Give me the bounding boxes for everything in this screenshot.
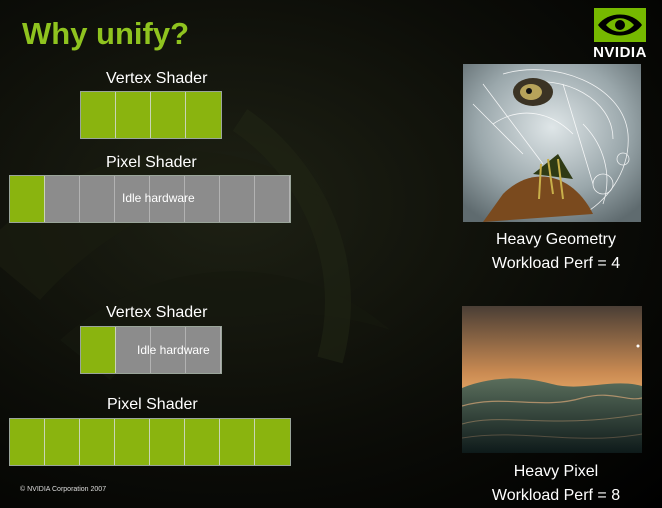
- idle-shader-unit: [80, 176, 115, 222]
- heavy-geometry-image: [463, 64, 641, 222]
- bottom-idle-hardware-label: Idle hardware: [137, 343, 210, 357]
- bottom-pixel-shader-bar: [9, 418, 291, 466]
- busy-shader-unit: [81, 327, 116, 373]
- nvidia-eye-icon: [594, 8, 646, 42]
- bottom-caption-perf: Workload Perf = 8: [491, 487, 621, 504]
- busy-shader-unit: [185, 419, 220, 465]
- copyright-notice: © NVIDIA Corporation 2007: [20, 486, 107, 493]
- top-caption-perf: Workload Perf = 4: [491, 255, 621, 272]
- logo-text: NVIDIA: [593, 44, 647, 61]
- bottom-caption: Heavy Pixel Workload Perf = 8: [463, 460, 649, 508]
- bottom-vertex-shader-bar: [80, 326, 222, 374]
- busy-shader-unit: [255, 419, 290, 465]
- idle-shader-unit: [45, 176, 80, 222]
- busy-shader-unit: [10, 176, 45, 222]
- top-idle-hardware-label: Idle hardware: [122, 191, 195, 205]
- slide-title: Why unify?: [22, 16, 190, 51]
- idle-shader-unit: [116, 327, 151, 373]
- bottom-pixel-label: Pixel Shader: [107, 396, 198, 413]
- busy-shader-unit: [220, 419, 255, 465]
- idle-shader-unit: [186, 327, 221, 373]
- idle-shader-unit: [220, 176, 255, 222]
- busy-shader-unit: [116, 92, 151, 138]
- idle-shader-unit: [150, 176, 185, 222]
- idle-shader-unit: [185, 176, 220, 222]
- busy-shader-unit: [45, 419, 80, 465]
- busy-shader-unit: [186, 92, 221, 138]
- busy-shader-unit: [81, 92, 116, 138]
- busy-shader-unit: [80, 419, 115, 465]
- top-caption-title: Heavy Geometry: [495, 231, 617, 248]
- idle-shader-unit: [255, 176, 290, 222]
- busy-shader-unit: [150, 419, 185, 465]
- top-vertex-shader-bar: [80, 91, 222, 139]
- idle-shader-unit: [151, 327, 186, 373]
- top-pixel-shader-bar: [9, 175, 291, 223]
- top-pixel-label: Pixel Shader: [106, 154, 197, 171]
- idle-shader-unit: [115, 176, 150, 222]
- top-vertex-label: Vertex Shader: [106, 70, 208, 87]
- bottom-vertex-label: Vertex Shader: [106, 304, 208, 321]
- busy-shader-unit: [151, 92, 186, 138]
- busy-shader-unit: [10, 419, 45, 465]
- busy-shader-unit: [115, 419, 150, 465]
- nvidia-logo: NVIDIA: [584, 8, 656, 61]
- heavy-pixel-image: [462, 306, 642, 453]
- bottom-caption-title: Heavy Pixel: [513, 463, 599, 480]
- top-caption: Heavy Geometry Workload Perf = 4: [463, 228, 649, 276]
